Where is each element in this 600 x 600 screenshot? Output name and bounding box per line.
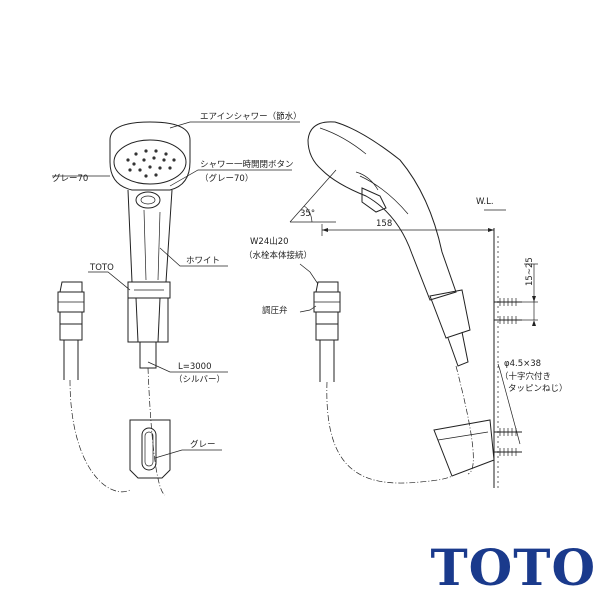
hand-shower-front-view bbox=[109, 121, 191, 369]
wall-holder-front bbox=[129, 419, 171, 479]
leader-lines-left bbox=[52, 121, 300, 459]
label-coupling-thread: W24山20 bbox=[250, 236, 289, 247]
label-reach: 158 bbox=[376, 219, 392, 229]
label-hose-color: （シルバー） bbox=[174, 374, 225, 385]
label-hose-length: L=3000 bbox=[178, 362, 212, 372]
label-pressure-valve: 調圧弁 bbox=[262, 305, 288, 316]
label-screw-spec: φ4.5×38 bbox=[504, 359, 541, 369]
hose-fitting-left bbox=[57, 281, 85, 380]
label-water-line: W.L. bbox=[476, 197, 494, 207]
label-screw-spacing: 15~25 bbox=[525, 257, 535, 286]
hose-fitting-right bbox=[313, 281, 341, 382]
hand-shower-side-view bbox=[307, 121, 495, 477]
dimension-lines bbox=[289, 169, 538, 445]
label-pause-button: シャワー一時開閉ボタン bbox=[200, 160, 294, 170]
label-gray-holder: グレー bbox=[190, 439, 216, 450]
label-air-in-shower: エアインシャワー（節水） bbox=[200, 111, 302, 122]
label-pause-button-color: （グレー70） bbox=[200, 173, 253, 184]
spray-nozzles bbox=[126, 149, 176, 178]
toto-logo: TOTO bbox=[430, 538, 596, 597]
label-screw-note2: タッピンねじ） bbox=[508, 383, 568, 394]
wall-line bbox=[493, 228, 499, 488]
label-angle: 35° bbox=[300, 209, 315, 219]
label-screw-note1: （十字穴付き bbox=[500, 371, 551, 382]
tapping-screws bbox=[494, 298, 522, 456]
hose-loop-left bbox=[69, 367, 166, 496]
label-gray70-head: グレー70 bbox=[52, 173, 88, 184]
label-white: ホワイト bbox=[186, 256, 220, 266]
label-toto-mark: TOTO bbox=[89, 263, 114, 273]
leader-lines-right bbox=[299, 263, 319, 313]
label-coupling-note: （水栓本体接続） bbox=[244, 250, 312, 261]
hose-loop-right bbox=[326, 365, 474, 484]
